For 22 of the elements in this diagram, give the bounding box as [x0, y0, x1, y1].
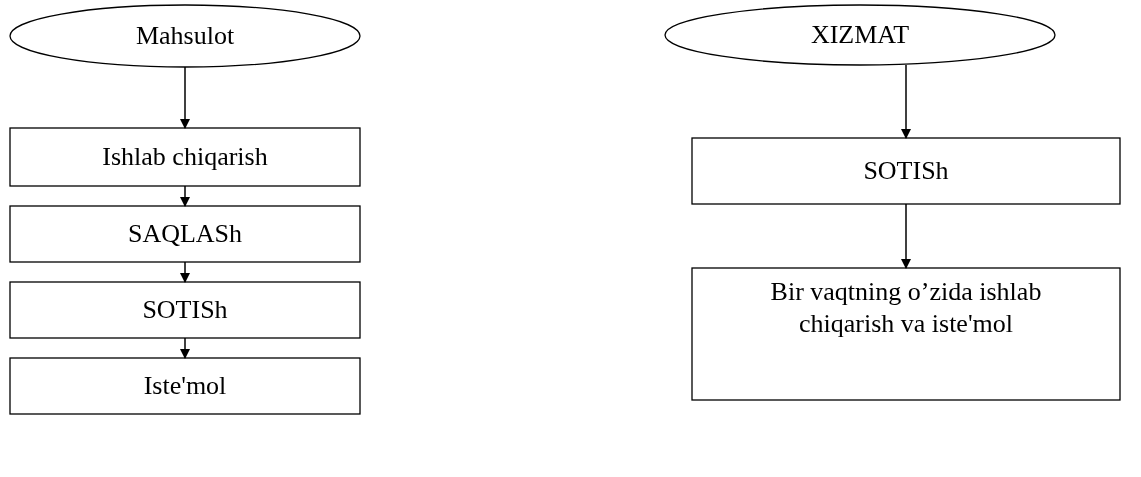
box-label: SOTISh	[142, 294, 228, 326]
process-box	[9, 205, 361, 263]
process-box	[9, 127, 361, 187]
arrow	[180, 66, 190, 129]
box-label: SAQLASh	[127, 218, 243, 250]
box-label: SOTISh	[863, 155, 949, 187]
ellipse-shape	[9, 4, 361, 68]
arrow	[901, 203, 911, 269]
arrow	[901, 64, 911, 139]
arrow	[180, 261, 190, 283]
box-label: Iste'mol	[143, 370, 227, 402]
arrow	[180, 337, 190, 359]
ellipse-shape	[664, 4, 1056, 66]
process-box	[691, 267, 1121, 401]
process-box	[9, 281, 361, 339]
process-box	[9, 357, 361, 415]
arrow	[180, 185, 190, 207]
box-label: XIZMAT	[810, 19, 910, 51]
box-label: Ishlab chiqarish	[102, 141, 268, 173]
box-label: Bir vaqtning o’zida ishlab chiqarish va iste'mol	[769, 276, 1043, 340]
process-box	[691, 137, 1121, 205]
box-label: Mahsulot	[135, 20, 235, 52]
